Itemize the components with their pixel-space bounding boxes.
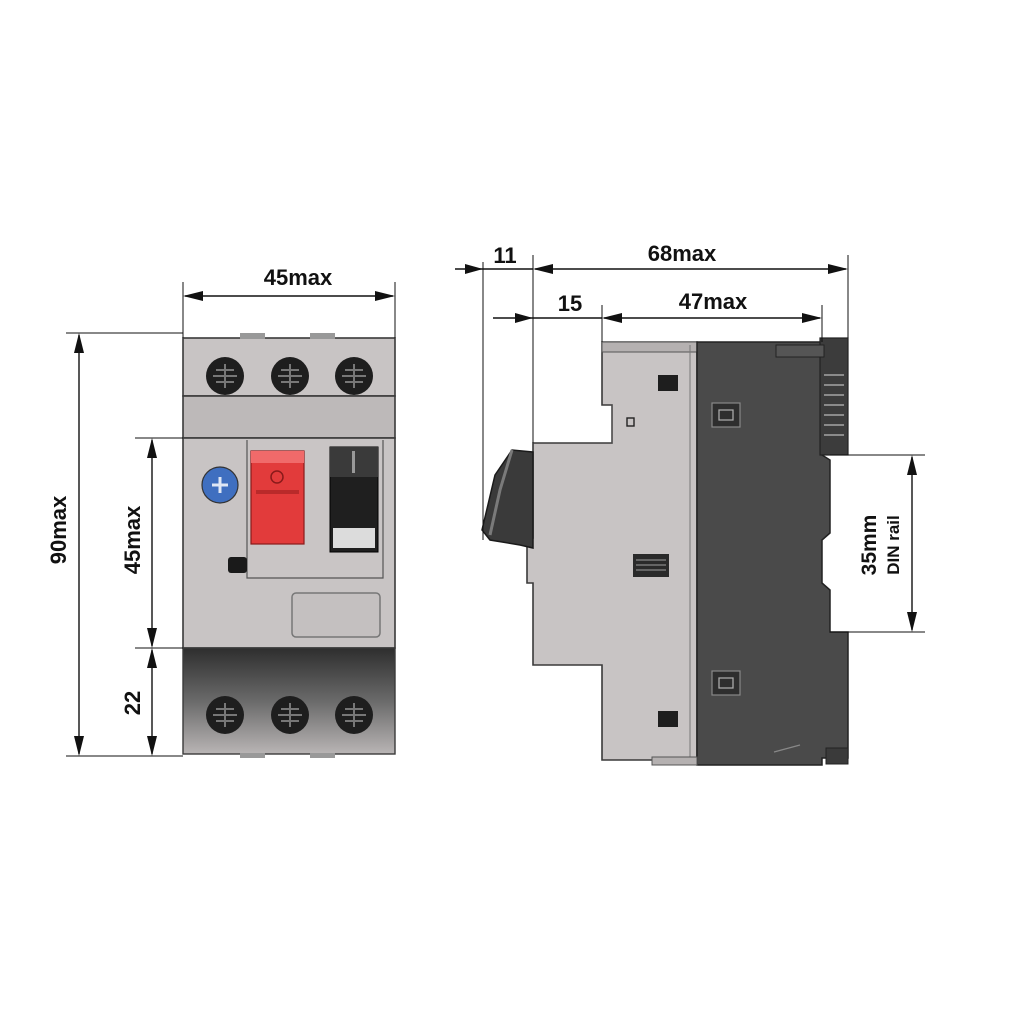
front-dimensions: 45max 90max 45max 22 — [46, 265, 396, 757]
body-depth-label: 47max — [679, 289, 748, 314]
label-window — [291, 592, 381, 638]
din-rail-size-label: 35mm — [858, 515, 881, 576]
adjustment-screw-icon — [201, 466, 239, 504]
terminal-screw-icon — [335, 357, 373, 395]
front-height-label: 90max — [46, 495, 71, 564]
front-bottom-tab — [240, 753, 265, 758]
lock-icon — [711, 670, 741, 696]
side-latch-icon — [633, 554, 669, 577]
start-button-icon — [250, 450, 305, 545]
front-lower-height-label: 22 — [120, 691, 145, 715]
side-front-step — [601, 341, 698, 353]
side-knob — [481, 449, 534, 549]
front-view — [182, 333, 396, 758]
front-top-tab — [310, 333, 335, 339]
side-square-icon — [626, 417, 635, 427]
front-bottom-tab — [310, 753, 335, 758]
front-width-label: 45max — [264, 265, 333, 290]
side-bottom-foot — [825, 747, 849, 765]
side-rear-housing — [696, 341, 849, 766]
terminal-screw-icon — [206, 696, 244, 734]
terminal-screw-icon — [271, 696, 309, 734]
side-square-icon — [658, 711, 678, 727]
lock-icon — [711, 402, 741, 428]
trip-indicator-icon — [228, 557, 247, 573]
knob-depth-label: 11 — [493, 243, 516, 268]
side-bottom-foot — [651, 756, 698, 766]
front-depth-label: 15 — [558, 291, 582, 316]
terminal-screw-icon — [206, 357, 244, 395]
stop-button-icon — [329, 446, 379, 553]
side-front-housing — [526, 341, 698, 761]
terminal-screw-icon — [335, 696, 373, 734]
front-top-tab — [240, 333, 265, 339]
terminal-screw-icon — [271, 357, 309, 395]
spring-icon — [824, 374, 844, 436]
side-square-icon — [658, 375, 678, 391]
total-depth-label: 68max — [648, 241, 717, 266]
din-clip-top-lip — [775, 344, 825, 358]
side-view — [481, 337, 849, 766]
front-top-band — [182, 395, 396, 439]
din-rail-label: DIN rail — [884, 515, 903, 575]
side-dimensions: 11 68max 15 47max 35mm DIN rail — [455, 241, 925, 633]
front-upper-height-label: 45max — [120, 505, 145, 574]
